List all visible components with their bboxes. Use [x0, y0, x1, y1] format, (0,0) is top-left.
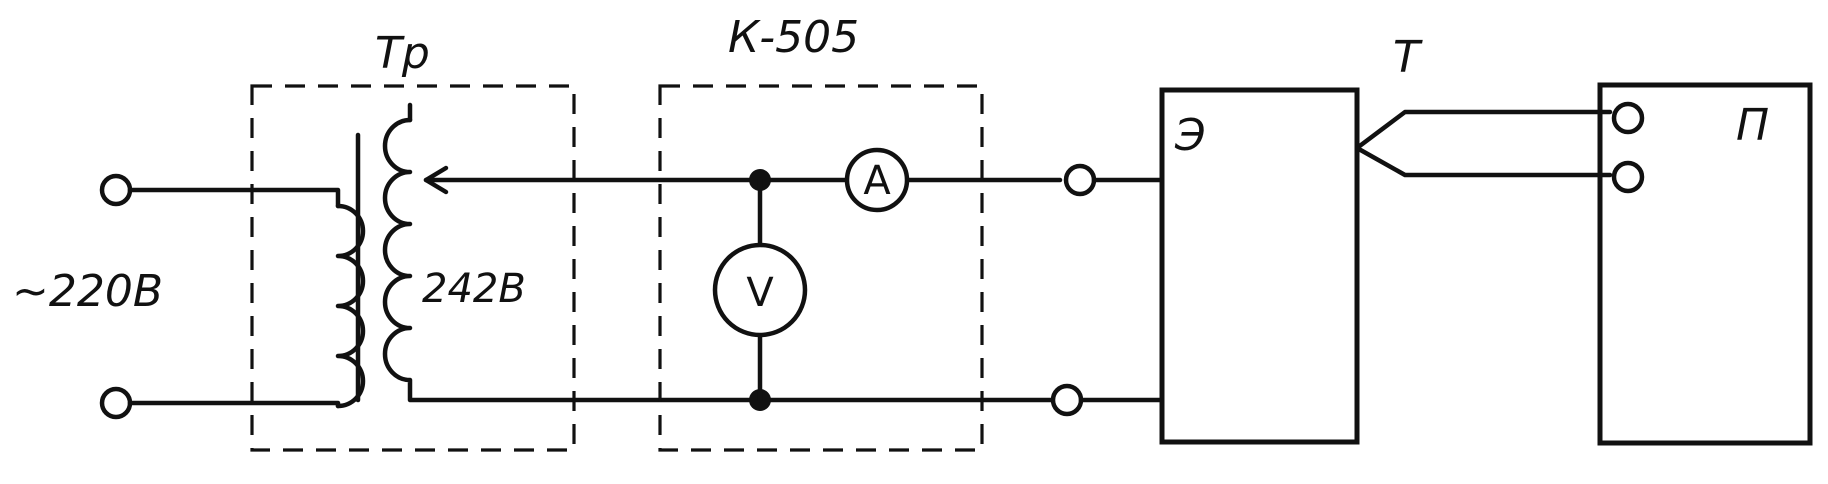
- voltmeter-symbol: [712, 242, 808, 338]
- device-enclosure: [658, 84, 984, 452]
- block-e: [1159, 87, 1360, 445]
- voltmeter-label: V: [746, 270, 774, 316]
- secondary-winding: [382, 117, 1063, 403]
- primary-lead-bottom: [127, 400, 341, 409]
- output-terminal-bottom: [1050, 383, 1084, 417]
- output-terminal-top: [1063, 163, 1097, 197]
- input-terminal-bottom: [99, 386, 133, 420]
- transformer-enclosure: [250, 84, 576, 452]
- device-label: К-505: [728, 12, 859, 63]
- thermocouple-lead-top: [1354, 109, 1613, 151]
- block-p: [1597, 82, 1813, 446]
- block-p-label: П: [1736, 100, 1769, 151]
- input-terminal-top: [99, 173, 133, 207]
- block-e-label: Э: [1174, 110, 1206, 161]
- thermocouple-lead-bottom: [1354, 145, 1613, 178]
- thermocouple-label: Т: [1393, 32, 1423, 83]
- secondary-voltage-label: 242В: [422, 266, 526, 312]
- transformer-label: Тр: [375, 28, 430, 79]
- ammeter-label: A: [863, 158, 891, 204]
- ammeter-symbol: [844, 147, 910, 213]
- block-p-terminal-bottom: [1611, 160, 1645, 194]
- primary-lead-top: [127, 187, 341, 209]
- block-p-terminal-top: [1611, 101, 1645, 135]
- supply-voltage-label: ~220В: [12, 266, 163, 317]
